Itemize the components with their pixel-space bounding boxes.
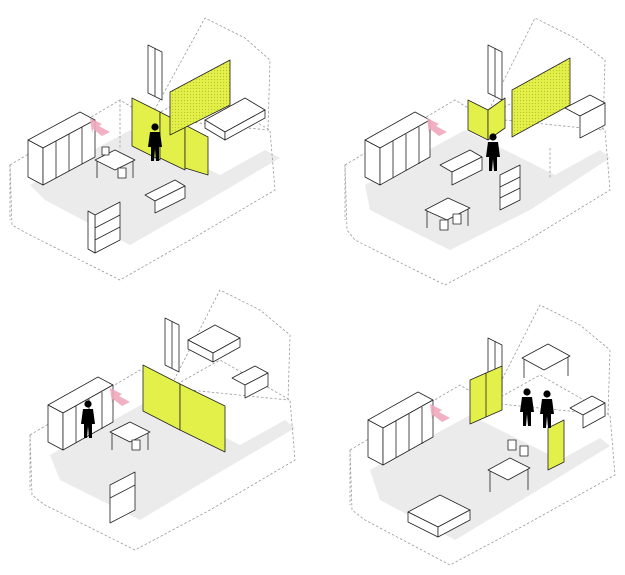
scene-4-table-top [487, 457, 531, 481]
scene-4-arrow [430, 404, 450, 422]
scene-2-floor [365, 130, 610, 250]
scene-1-shelf-line [94, 214, 121, 229]
scene-4-chair-2 [519, 445, 529, 457]
scene-4 [349, 304, 616, 566]
scene-2 [344, 17, 611, 286]
scene-1-outer-wall-back [149, 17, 271, 131]
scene-2-outer-wall [344, 89, 611, 286]
scene-4-bed [407, 494, 471, 538]
scene-3-sofa-front [244, 372, 269, 399]
scene-4-partition-b [547, 419, 565, 471]
scene-2-kitchen [364, 111, 431, 186]
scene-1 [9, 17, 280, 281]
scene-3-shelf-front [109, 471, 136, 524]
scene-1-partition-patterned [169, 59, 231, 136]
scene-1-partition-c [184, 124, 209, 176]
scene-3-arrow [110, 388, 130, 406]
scene-4-meeting-table [521, 343, 571, 378]
scene-4-counter-front [382, 399, 434, 466]
scene-3-bed-front [212, 337, 241, 363]
scene-1-bed [204, 97, 266, 141]
scene-4-person-b [540, 390, 554, 428]
scene-2-chair-2 [452, 213, 462, 225]
scene-2-sofa [439, 149, 483, 186]
scene-1-chair [117, 167, 127, 179]
scene-2-shelf-line-2 [499, 187, 521, 199]
scene-3-bed [187, 324, 241, 363]
scene-2-partitions [467, 57, 571, 141]
scene-2-chair [439, 219, 449, 231]
scene-4-kitchen [367, 391, 434, 466]
scene-1-dining [94, 146, 136, 179]
scene-4-chair [507, 439, 517, 451]
scene-3-sofa [231, 365, 269, 399]
scene-2-bed-front [579, 102, 606, 139]
scene-2-partition-b [487, 97, 506, 141]
scene-1-outer-wall [9, 89, 276, 281]
scene-2-arrow [427, 118, 447, 136]
scene-1-shelf-line-2 [94, 226, 121, 241]
scene-3-counter-side [47, 404, 64, 451]
scene-3-shelf [109, 471, 136, 524]
scene-3-partitions [142, 364, 226, 453]
scene-1-shelf [87, 201, 121, 254]
scene-2-partition-patterned [511, 57, 571, 138]
scene-3-table-top [109, 421, 151, 443]
scene-1-counter-side [27, 139, 44, 186]
scene-4-bed-front [437, 509, 471, 538]
scene-2-shelf-front [499, 164, 521, 211]
scene-3-chair [131, 439, 141, 451]
scene-4-dining [487, 439, 531, 492]
scene-4-outer-wall [349, 374, 616, 566]
scene-2-counter-front [379, 119, 431, 186]
scene-3-dining [109, 421, 151, 451]
scene-1-kitchen [27, 111, 96, 186]
scene-1-sofa-front [154, 185, 186, 214]
scene-2-shelf-line [499, 176, 521, 188]
scene-4-counter-side [367, 419, 384, 466]
scene-1-door [147, 44, 163, 101]
scene-4-person-a [520, 388, 534, 426]
scene-4-sofa-front [582, 402, 606, 429]
scene-4-outer-wall-back [489, 304, 611, 416]
scene-1-bed-front [224, 109, 266, 141]
scene-1-chair-2 [101, 146, 110, 156]
scene-3-outer-wall [29, 359, 296, 551]
scene-4-partitions [469, 365, 565, 471]
scene-3 [29, 289, 296, 551]
scene-3-outer-wall-back [169, 289, 291, 401]
scene-2-counter-side [364, 139, 381, 186]
scene-2-bed [564, 94, 606, 139]
scene-2-table-top [424, 197, 471, 221]
scene-1-partitions [131, 59, 231, 176]
scene-2-shelf [499, 164, 521, 211]
scene-2-door [487, 44, 503, 101]
scene-1-shelf-side [87, 210, 96, 254]
scene-2-sofa-front [451, 156, 483, 186]
scene-4-sofa [569, 395, 606, 429]
scene-4-meeting-table-top [521, 343, 571, 371]
scene-3-shelf-line [109, 484, 136, 499]
scene-1-arrow [90, 118, 110, 136]
scene-2-dining [424, 197, 471, 231]
scene-3-door [164, 317, 180, 373]
scene-3-partition-b [179, 383, 226, 453]
